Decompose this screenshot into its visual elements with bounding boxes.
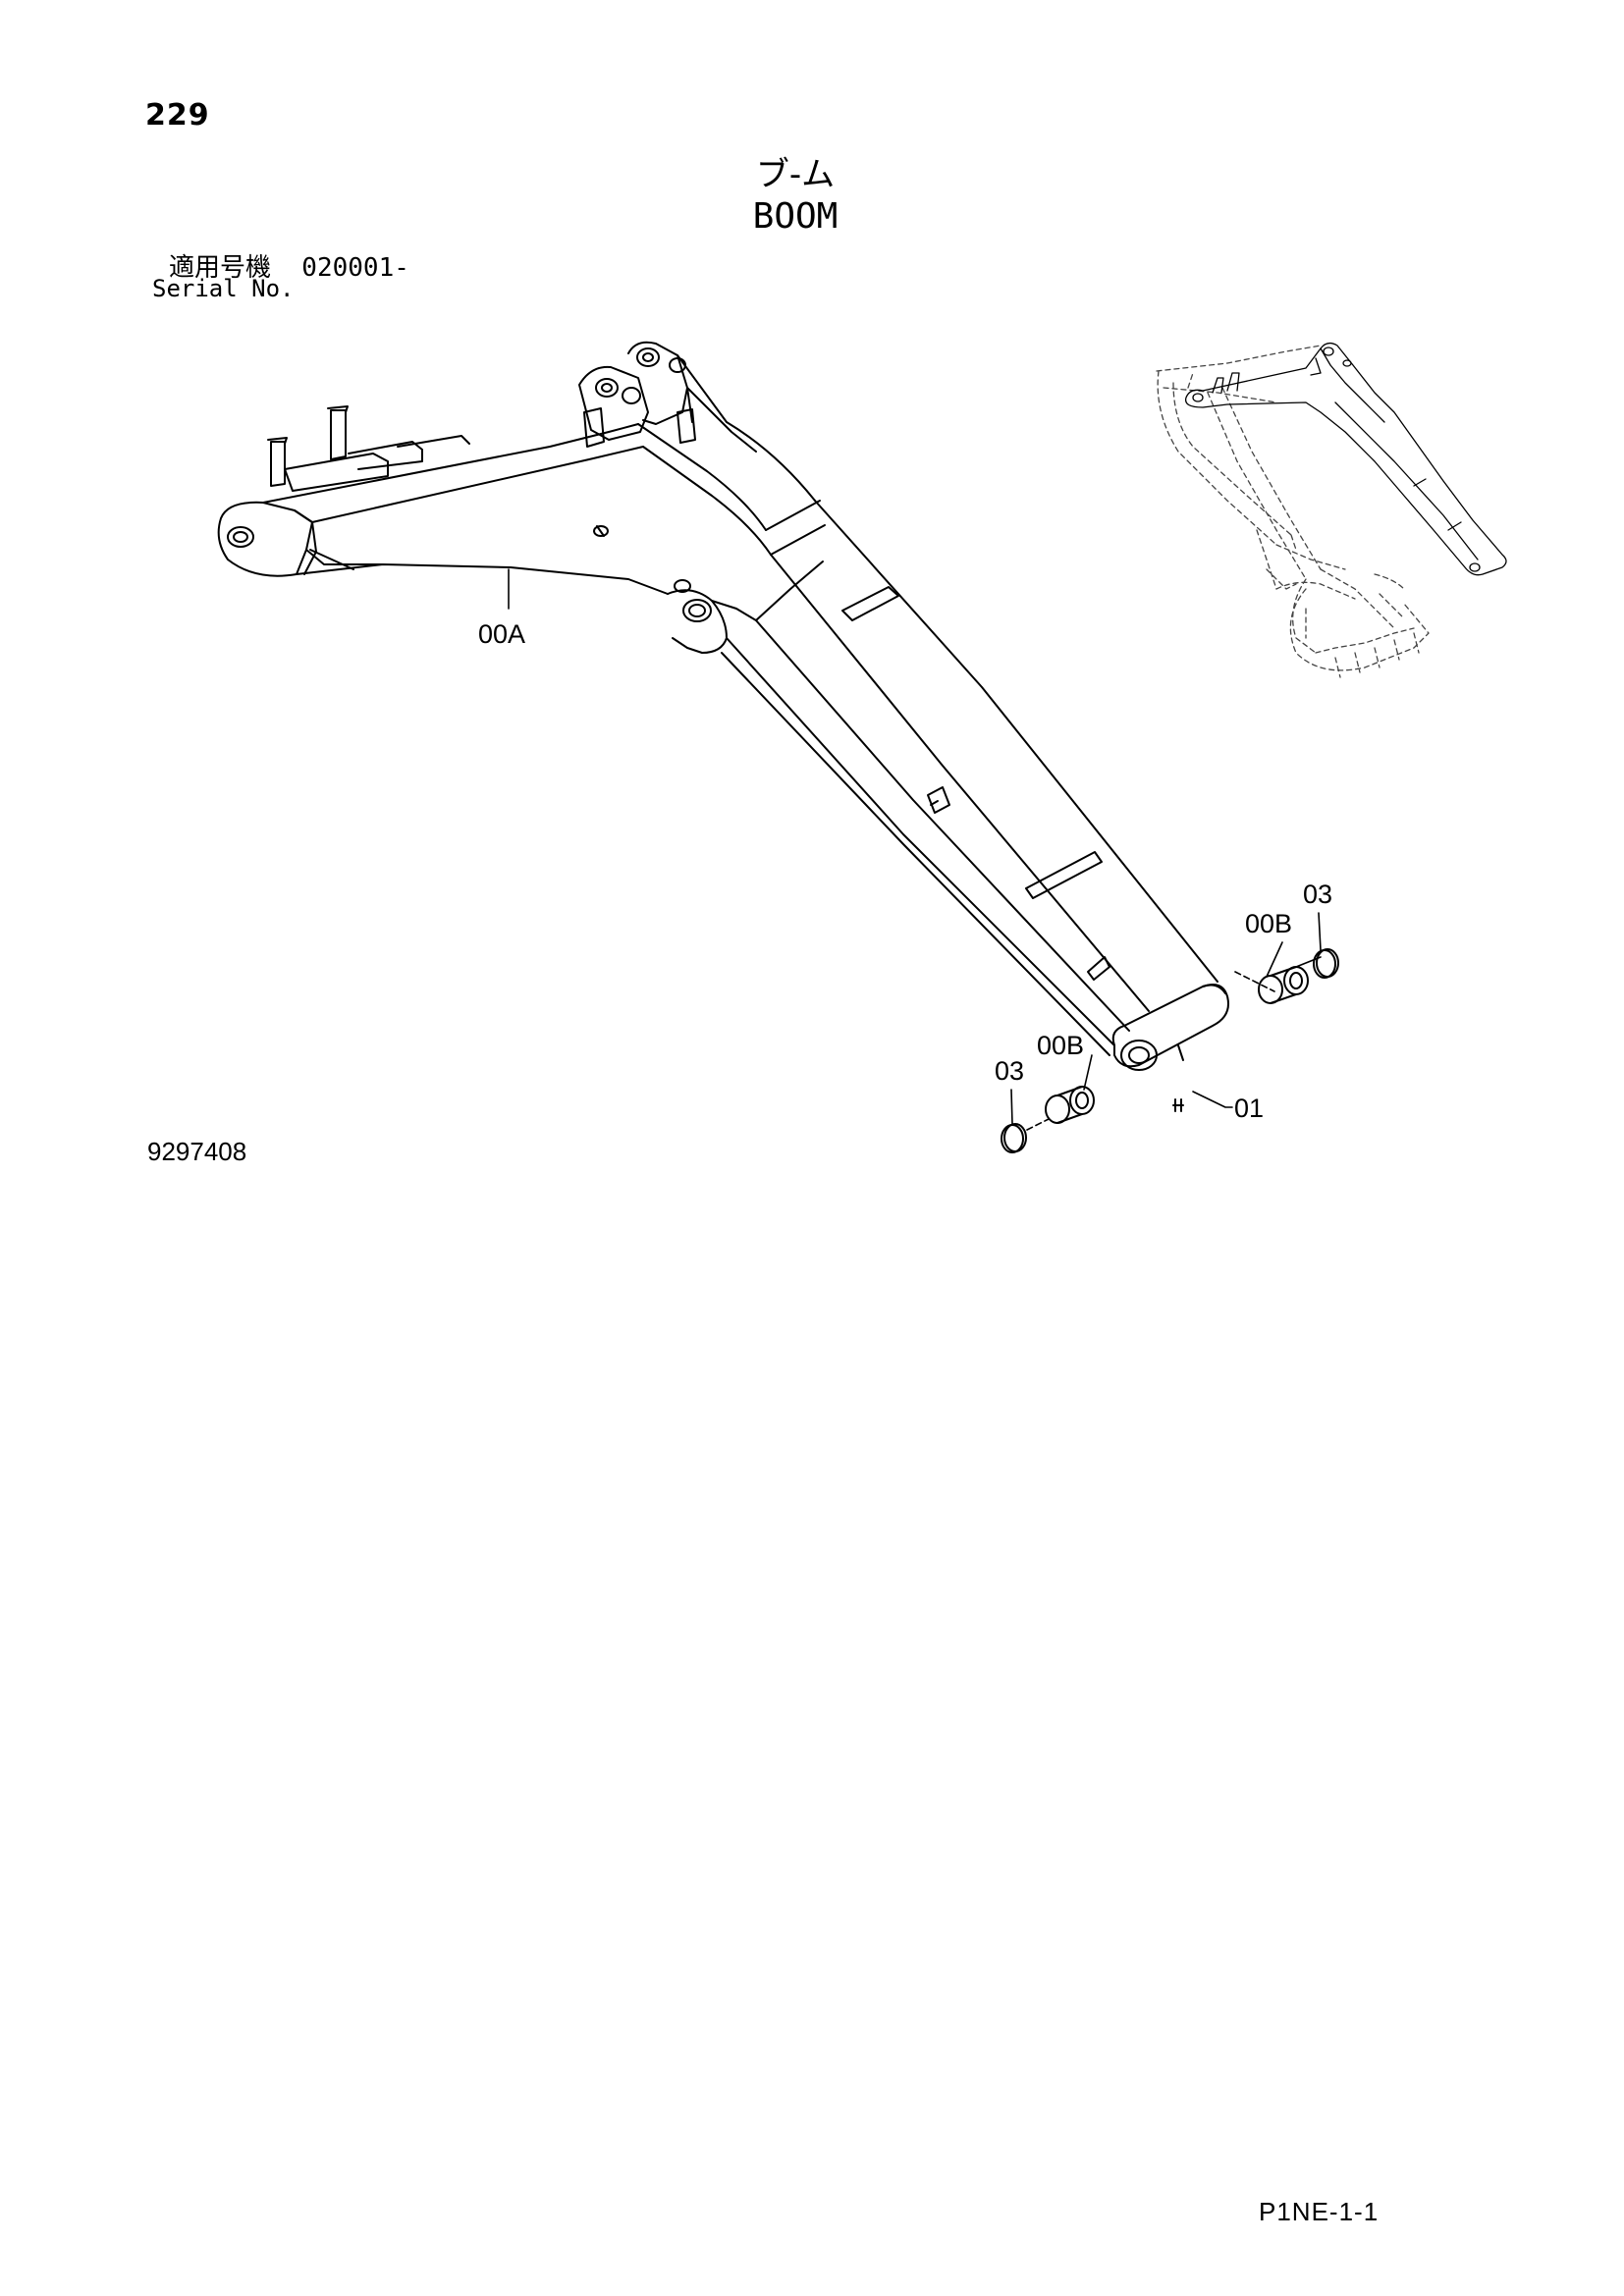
callout-grease-fitting: 01 (1234, 1094, 1264, 1123)
bushing-right (1258, 966, 1309, 1004)
ring-left (1001, 1123, 1027, 1153)
serial-applicability-japanese: 適用号機 020001- (169, 253, 409, 283)
callout-bushing-right: 00B (1245, 909, 1292, 938)
footer-page-code: P1NE-1-1 (1259, 2197, 1380, 2226)
bushing-left (1045, 1086, 1095, 1124)
parts-diagram: 00A 00B 03 00B 03 01 (217, 341, 1507, 1153)
leader-lines (508, 568, 1322, 1131)
boom-illustration (217, 341, 1229, 1112)
callout-ring-right: 03 (1303, 880, 1332, 909)
page-title-japanese: ブ-ム (755, 155, 836, 194)
drawing-code: 9297408 (147, 1137, 247, 1166)
callout-bushing-left: 00B (1037, 1031, 1084, 1060)
machine-key-illustration (1156, 342, 1507, 678)
callout-ring-left: 03 (995, 1056, 1024, 1086)
serial-label: Serial No. (152, 275, 295, 302)
callout-boom: 00A (478, 619, 525, 649)
page-title: BOOM (752, 196, 839, 237)
ring-right (1313, 948, 1339, 979)
page-number: 229 (145, 98, 210, 133)
